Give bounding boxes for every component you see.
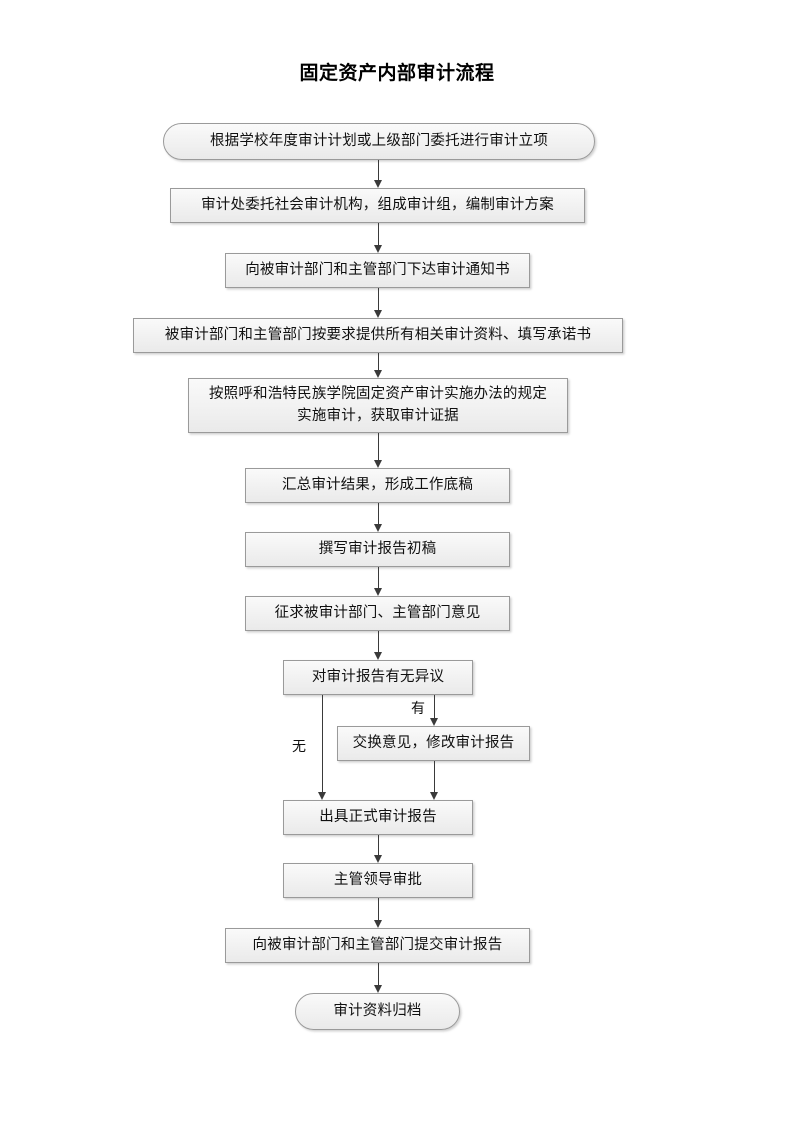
connector-materials-to-audit xyxy=(378,353,379,370)
connector-start-to-engage xyxy=(378,160,379,180)
connector-audit-to-summary xyxy=(378,433,379,460)
connector-final-to-approval xyxy=(378,835,379,855)
arrowhead xyxy=(373,920,382,928)
flow-node-label: 向被审计部门和主管部门提交审计报告 xyxy=(252,936,503,953)
flow-node-label: 审计处委托社会审计机构，组成审计组，编制审计方案 xyxy=(201,196,554,213)
flow-node-label: 主管领导审批 xyxy=(333,871,423,888)
connector-opinions-to-decision xyxy=(378,631,379,652)
arrowhead xyxy=(373,652,382,660)
flow-node-issue-final-report[interactable]: 出具正式审计报告 xyxy=(283,800,473,835)
flow-node-solicit-opinions[interactable]: 征求被审计部门、主管部门意见 xyxy=(245,596,510,631)
flow-node-start[interactable]: 根据学校年度审计计划或上级部门委托进行审计立项 xyxy=(163,123,595,160)
flow-node-label: 根据学校年度审计计划或上级部门委托进行审计立项 xyxy=(209,132,549,149)
flow-node-engage-audit-firm[interactable]: 审计处委托社会审计机构，组成审计组，编制审计方案 xyxy=(170,188,585,223)
edge-label-no: 无 xyxy=(292,740,306,755)
flow-node-provide-materials[interactable]: 被审计部门和主管部门按要求提供所有相关审计资料、填写承诺书 xyxy=(133,318,623,353)
flow-node-label: 按照呼和浩特民族学院固定资产审计实施办法的规定 实施审计，获取审计证据 xyxy=(208,386,548,424)
flow-node-label: 对审计报告有无异议 xyxy=(311,668,445,685)
arrowhead xyxy=(429,792,438,800)
connector-revise-to-final xyxy=(434,761,435,792)
connector-notice-to-materials xyxy=(378,288,379,310)
connector-engage-to-notice xyxy=(378,223,379,245)
flow-node-label: 撰写审计报告初稿 xyxy=(318,540,437,557)
connector-summary-to-draft xyxy=(378,503,379,524)
edge-label-yes: 有 xyxy=(411,702,425,717)
flow-node-draft-report[interactable]: 撰写审计报告初稿 xyxy=(245,532,510,567)
flow-node-label: 向被审计部门和主管部门下达审计通知书 xyxy=(245,261,510,278)
connector-submit-to-archive xyxy=(378,963,379,985)
flow-node-issue-audit-notice[interactable]: 向被审计部门和主管部门下达审计通知书 xyxy=(225,253,530,288)
connector-decision-no xyxy=(322,695,323,792)
connector-approval-to-submit xyxy=(378,898,379,920)
arrowhead xyxy=(317,792,326,800)
page-title: 固定资产内部审计流程 xyxy=(299,63,495,84)
arrowhead xyxy=(429,718,438,726)
flow-node-exchange-and-revise[interactable]: 交换意见，修改审计报告 xyxy=(337,726,530,761)
flow-node-decision-objection[interactable]: 对审计报告有无异议 xyxy=(283,660,473,695)
arrowhead xyxy=(373,524,382,532)
arrowhead xyxy=(373,588,382,596)
flow-node-leader-approval[interactable]: 主管领导审批 xyxy=(283,863,473,898)
arrowhead xyxy=(373,245,382,253)
arrowhead xyxy=(373,855,382,863)
arrowhead xyxy=(373,310,382,318)
arrowhead xyxy=(373,460,382,468)
arrowhead xyxy=(373,180,382,188)
arrowhead xyxy=(373,370,382,378)
flow-node-label: 审计资料归档 xyxy=(333,1002,422,1019)
flow-node-summarize-results[interactable]: 汇总审计结果，形成工作底稿 xyxy=(245,468,510,503)
flow-node-perform-audit[interactable]: 按照呼和浩特民族学院固定资产审计实施办法的规定 实施审计，获取审计证据 xyxy=(188,378,568,433)
connector-draft-to-opinions xyxy=(378,567,379,588)
flow-node-end-archive[interactable]: 审计资料归档 xyxy=(295,993,460,1030)
flow-node-submit-report[interactable]: 向被审计部门和主管部门提交审计报告 xyxy=(225,928,530,963)
flow-node-label: 汇总审计结果，形成工作底稿 xyxy=(281,476,474,493)
arrowhead xyxy=(373,985,382,993)
flow-node-label: 出具正式审计报告 xyxy=(319,808,437,825)
flow-node-label: 交换意见，修改审计报告 xyxy=(352,734,515,751)
connector-decision-yes xyxy=(434,695,435,718)
flow-node-label: 被审计部门和主管部门按要求提供所有相关审计资料、填写承诺书 xyxy=(164,326,592,343)
flow-node-label: 征求被审计部门、主管部门意见 xyxy=(274,604,481,621)
